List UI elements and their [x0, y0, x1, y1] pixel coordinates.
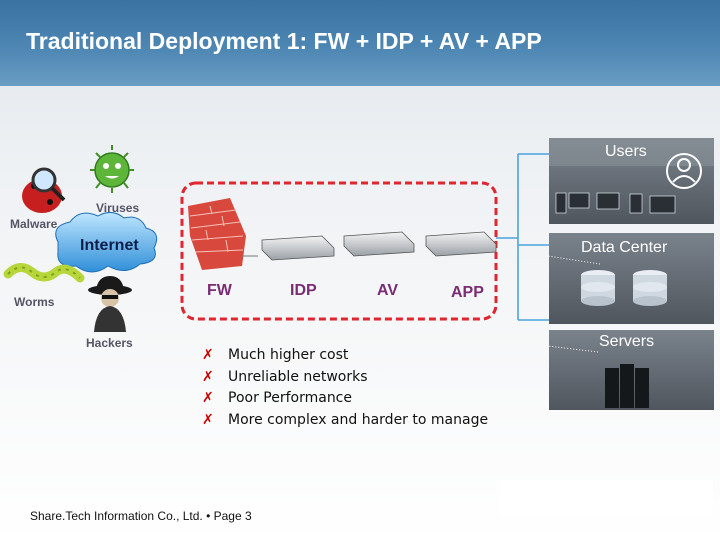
servers-label: Servers [599, 333, 655, 350]
worm-icon [3, 263, 85, 283]
title-bar: Traditional Deployment 1: FW + IDP + AV … [0, 0, 720, 86]
drawbacks-list: ✗Much higher cost ✗Unreliable networks ✗… [202, 345, 488, 431]
user-avatar-icon [666, 153, 702, 189]
hacker-icon [88, 276, 132, 332]
cross-icon: ✗ [202, 390, 214, 406]
virus-icon [90, 145, 134, 193]
worms-label: Worms [14, 295, 55, 309]
viruses-label: Viruses [96, 201, 140, 215]
app-appliance-icon [425, 231, 497, 257]
slide-footer: Share.Tech Information Co., Ltd. • Page … [30, 509, 252, 523]
data-center-label: Data Center [581, 239, 668, 256]
device-label-app: APP [451, 284, 484, 301]
firewall-icon [188, 198, 258, 270]
internet-cloud-icon [55, 212, 158, 273]
servers-panel [549, 330, 714, 410]
connector-lines [496, 153, 549, 321]
device-label-av: AV [377, 282, 399, 299]
blank-placeholder-box [499, 480, 713, 517]
malware-label: Malware [10, 217, 58, 231]
cross-icon: ✗ [202, 347, 214, 363]
device-label-fw: FW [207, 282, 232, 299]
cross-icon: ✗ [202, 368, 214, 385]
server-rack-icon [605, 364, 649, 408]
list-item: ✗More complex and harder to manage [202, 410, 488, 432]
computer-icons [555, 192, 676, 214]
idp-appliance-icon [261, 235, 335, 261]
list-item: ✗Much higher cost [202, 345, 488, 367]
device-label-idp: IDP [290, 282, 317, 299]
security-appliance-chain-box [180, 181, 498, 321]
database-icon [581, 270, 615, 306]
list-item: ✗Unreliable networks [202, 367, 488, 389]
data-center-panel [549, 233, 714, 324]
database-icon [633, 270, 667, 306]
slide-title: Traditional Deployment 1: FW + IDP + AV … [26, 28, 542, 54]
cross-icon: ✗ [202, 411, 214, 428]
malware-bug-icon [22, 167, 66, 213]
list-item: ✗Poor Performance [202, 388, 488, 410]
av-appliance-icon [343, 231, 415, 257]
internet-label: Internet [80, 237, 139, 254]
hackers-label: Hackers [86, 336, 133, 350]
users-panel [549, 138, 714, 224]
users-label: Users [605, 143, 647, 160]
